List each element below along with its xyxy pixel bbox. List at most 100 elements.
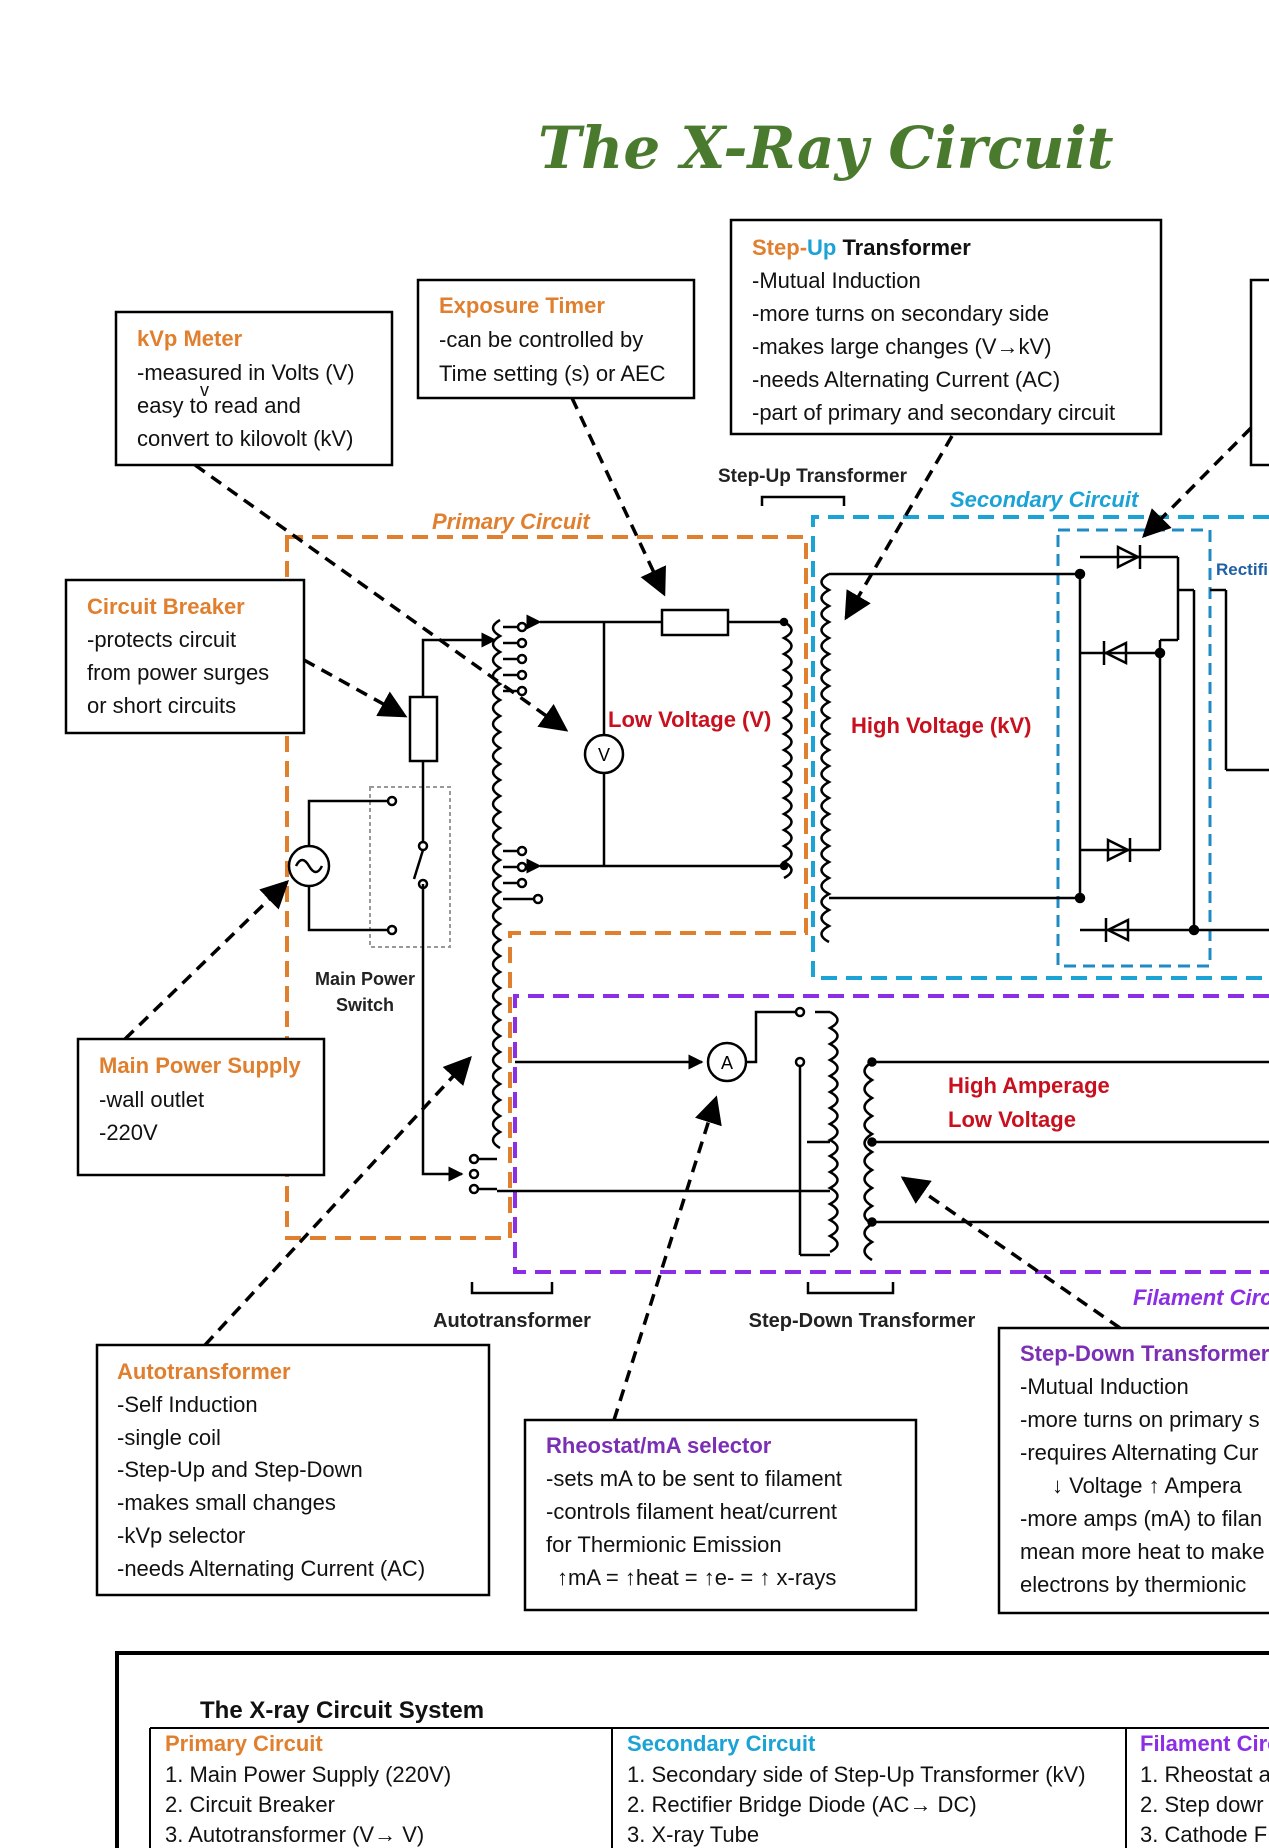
callout-text: kVp Meter -measured in Volts (V) easy to… bbox=[87, 235, 1269, 1597]
breaker-line-1: -protects circuit bbox=[87, 627, 236, 652]
table-primary-heading: Primary Circuit bbox=[165, 1731, 323, 1756]
rheostat-line-3: for Thermionic Emission bbox=[546, 1532, 782, 1557]
kvp-line-2: easy to read and bbox=[137, 393, 301, 418]
table-secondary-item-3: 3. X-ray Tube bbox=[627, 1822, 759, 1847]
system-table-title: The X-ray Circuit System bbox=[200, 1697, 484, 1724]
table-primary-item-3: 3. Autotransformer (V→ V) bbox=[165, 1822, 424, 1847]
stepdown-secondary-coil bbox=[863, 1060, 875, 1262]
circuit-breaker-callout-box bbox=[64, 578, 306, 735]
autotransformer-coil bbox=[491, 618, 503, 1150]
stepdown-line-3: -requires Alternating Cur bbox=[1020, 1440, 1258, 1465]
rheostat-line-1: -sets mA to be sent to filament bbox=[546, 1466, 842, 1491]
stepdown-line-5: -more amps (mA) to filan bbox=[1020, 1506, 1262, 1531]
kvp-line-1: -measured in Volts (V) bbox=[137, 360, 355, 385]
secondary-circuit-label: Secondary Circuit bbox=[950, 487, 1140, 512]
main-power-line-1: -wall outlet bbox=[99, 1087, 204, 1112]
rheostat-callout-box bbox=[523, 1418, 918, 1612]
stepup-heading-up: Up bbox=[807, 235, 836, 260]
main-power-heading: Main Power Supply bbox=[99, 1053, 301, 1078]
kvp-stray-mark: v bbox=[200, 380, 209, 400]
auto-line-1: -Self Induction bbox=[117, 1392, 258, 1417]
low-voltage-label: Low Voltage (V) bbox=[608, 707, 771, 732]
stepdown-line-7: electrons by thermionic bbox=[1020, 1572, 1246, 1597]
stepdown-primary-coil bbox=[827, 1010, 839, 1254]
high-voltage-label: High Voltage (kV) bbox=[851, 713, 1032, 738]
stepup-line-5: -part of primary and secondary circuit bbox=[752, 400, 1115, 425]
switch-enclosure bbox=[369, 786, 451, 948]
table-primary-item-2: 2. Circuit Breaker bbox=[165, 1792, 335, 1817]
circuit-wiring bbox=[287, 544, 1269, 1262]
stepup-line-2: -more turns on secondary side bbox=[752, 301, 1049, 326]
brackets bbox=[470, 495, 895, 1295]
table-primary-item-1: 1. Main Power Supply (220V) bbox=[165, 1762, 451, 1787]
table-filament-item-2: 2. Step dowr bbox=[1140, 1792, 1264, 1817]
stepdown-line-1: -Mutual Induction bbox=[1020, 1374, 1189, 1399]
exposure-timer-callout-box bbox=[416, 278, 696, 400]
stepup-line-1: -Mutual Induction bbox=[752, 268, 921, 293]
main-power-switch-label-1: Main Power bbox=[315, 969, 415, 989]
filament-circuit-label: Filament Circ bbox=[1133, 1285, 1269, 1310]
stepup-bracket-label: Step-Up Transformer bbox=[718, 466, 908, 487]
high-amperage-label: High Amperage bbox=[948, 1073, 1110, 1098]
stepup-heading-rest: Transformer bbox=[836, 235, 971, 260]
ammeter-letter: A bbox=[721, 1053, 733, 1073]
circuit-breaker-heading: Circuit Breaker bbox=[87, 594, 245, 619]
main-power-line-2: -220V bbox=[99, 1120, 158, 1145]
stepdown-line-6: mean more heat to make bbox=[1020, 1539, 1265, 1564]
autotransformer-callout-box bbox=[95, 1343, 491, 1597]
table-secondary-item-1: 1. Secondary side of Step-Up Transformer… bbox=[627, 1762, 1086, 1787]
stepup-heading-dash: - bbox=[800, 235, 807, 260]
auto-line-2: -single coil bbox=[117, 1425, 221, 1450]
stepdown-line-2: -more turns on primary s bbox=[1020, 1407, 1260, 1432]
primary-circuit-label: Primary Circuit bbox=[432, 509, 591, 534]
low-voltage-filament-label: Low Voltage bbox=[948, 1107, 1076, 1132]
auto-line-5: -kVp selector bbox=[117, 1523, 245, 1548]
stepdown-line-4: ↓ Voltage ↑ Ampera bbox=[1052, 1473, 1242, 1498]
table-filament-item-3: 3. Cathode F bbox=[1140, 1822, 1267, 1847]
stepup-primary-coil bbox=[781, 620, 793, 880]
rheostat-line-2: -controls filament heat/current bbox=[546, 1499, 837, 1524]
kvp-meter-callout-box bbox=[114, 310, 394, 467]
system-table: The X-ray Circuit System Primary Circuit… bbox=[115, 1651, 1269, 1848]
exposure-line-1: -can be controlled by bbox=[439, 327, 643, 352]
exposure-timer-heading: Exposure Timer bbox=[439, 293, 605, 318]
primary-circuit-region bbox=[285, 535, 808, 1240]
rectifier-label: Rectifi bbox=[1216, 560, 1268, 579]
rectifier-bridge bbox=[1074, 544, 1269, 943]
kvp-line-3: convert to kilovolt (kV) bbox=[137, 426, 353, 451]
stepdown-heading: Step-Down Transformer bbox=[1020, 1341, 1269, 1366]
auto-line-4: -makes small changes bbox=[117, 1490, 336, 1515]
main-power-callout-box bbox=[76, 1037, 326, 1177]
main-power-switch-label-2: Switch bbox=[336, 995, 394, 1015]
rheostat-heading: Rheostat/mA selector bbox=[546, 1433, 772, 1458]
table-filament-heading: Filament Circ bbox=[1140, 1731, 1269, 1756]
stepdown-label: Step-Down Transformer bbox=[749, 1310, 976, 1332]
table-secondary-heading: Secondary Circuit bbox=[627, 1731, 816, 1756]
stepdown-callout-box bbox=[997, 1326, 1269, 1615]
exposure-timer-resistor bbox=[660, 608, 730, 637]
callout-leader-arrows bbox=[123, 397, 1253, 1421]
autotransformer-label: Autotransformer bbox=[433, 1310, 591, 1332]
stepup-line-3: -makes large changes (V→kV) bbox=[752, 334, 1052, 359]
exposure-line-2: Time setting (s) or AEC bbox=[439, 361, 666, 386]
table-filament-item-1: 1. Rheostat a bbox=[1140, 1762, 1269, 1787]
auto-line-3: -Step-Up and Step-Down bbox=[117, 1457, 363, 1482]
circuit-breaker-fuse bbox=[408, 695, 439, 763]
stepup-callout-box bbox=[729, 218, 1163, 436]
autotransformer-heading: Autotransformer bbox=[117, 1359, 291, 1384]
stepup-heading-step: Step bbox=[752, 235, 800, 260]
breaker-line-2: from power surges bbox=[87, 660, 269, 685]
breaker-line-3: or short circuits bbox=[87, 693, 236, 718]
rectifier-region bbox=[1056, 528, 1212, 968]
stepup-line-4: -needs Alternating Current (AC) bbox=[752, 367, 1060, 392]
kvp-meter-heading: kVp Meter bbox=[137, 326, 243, 351]
clipped-callout-box bbox=[1249, 278, 1269, 467]
voltmeter-letter: V bbox=[598, 745, 610, 765]
table-secondary-item-2: 2. Rectifier Bridge Diode (AC→ DC) bbox=[627, 1792, 977, 1817]
page-title: The X-Ray Circuit bbox=[538, 114, 1114, 182]
filament-circuit-region bbox=[513, 994, 1269, 1274]
secondary-circuit-region bbox=[811, 515, 1269, 980]
stepup-heading: Step-Up Transformer bbox=[752, 235, 971, 260]
rheostat-line-4: ↑mA = ↑heat = ↑e- = ↑ x-rays bbox=[557, 1565, 836, 1590]
